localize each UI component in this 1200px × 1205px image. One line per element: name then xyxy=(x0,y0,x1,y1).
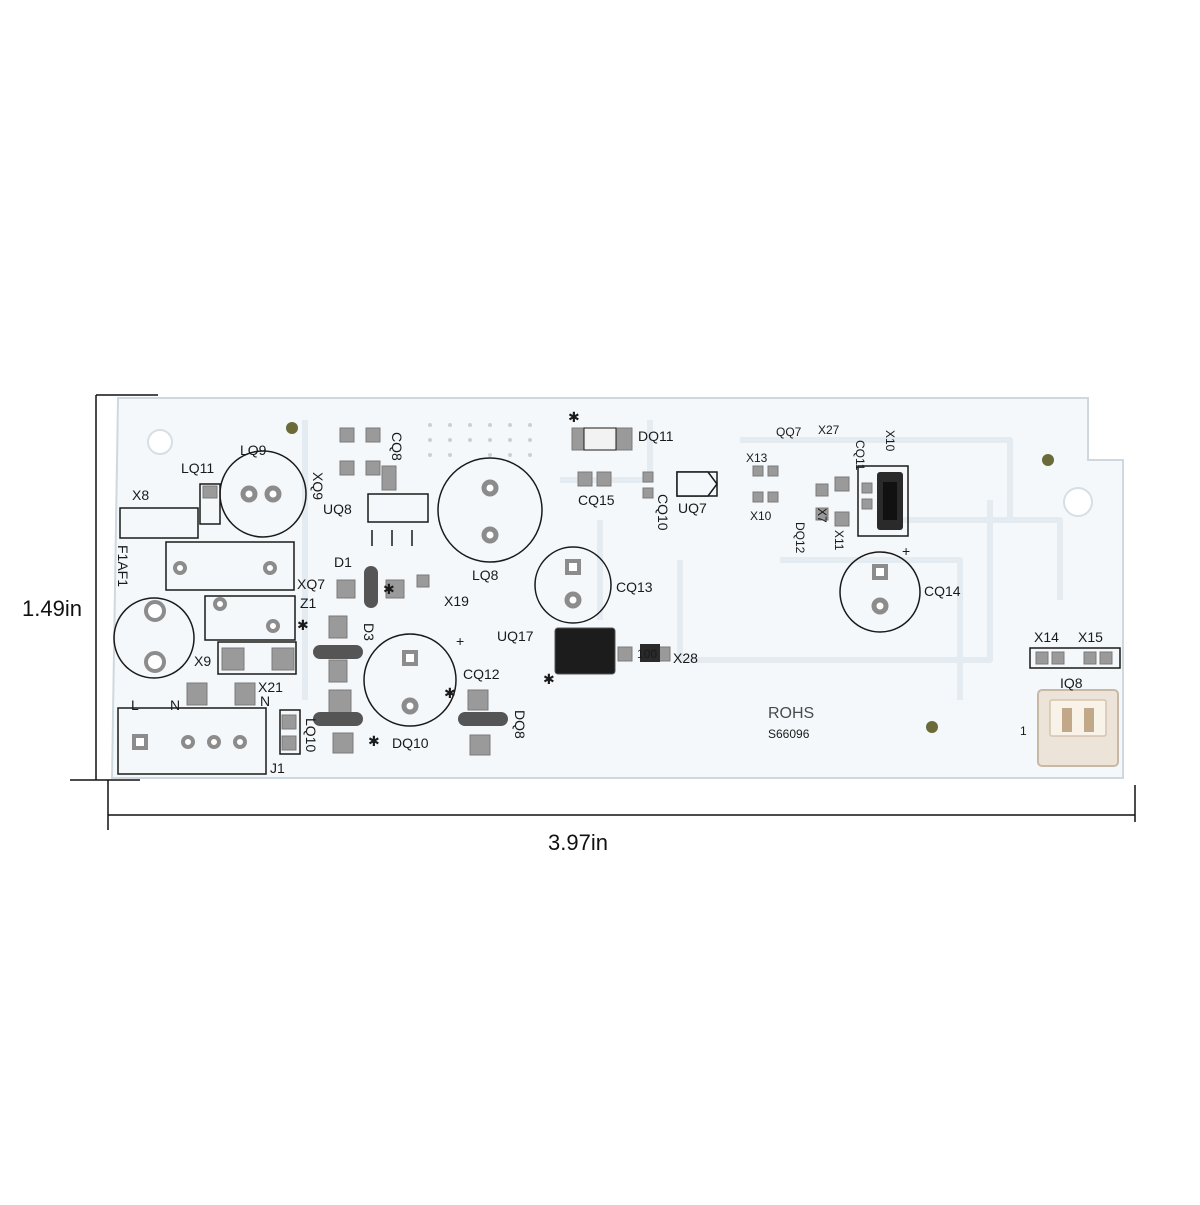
svg-text:✱: ✱ xyxy=(368,733,380,749)
label-n: N xyxy=(170,697,180,713)
label-lq9: LQ9 xyxy=(240,442,267,458)
vias xyxy=(286,422,1054,733)
label-cq14: CQ14 xyxy=(924,583,961,599)
label-x13: X13 xyxy=(746,451,768,465)
part-number-label: S66096 xyxy=(768,727,810,741)
label-x19: X19 xyxy=(444,593,469,609)
label-cq10: CQ10 xyxy=(655,494,671,531)
label-l: L xyxy=(131,697,139,713)
label-x10-right: X10 xyxy=(883,430,897,452)
label-lq8: LQ8 xyxy=(472,567,499,583)
label-dq12: DQ12 xyxy=(793,522,807,554)
silkscreen-outlines xyxy=(117,465,1121,775)
fuse-footprint xyxy=(113,597,195,679)
label-uq8: UQ8 xyxy=(323,501,352,517)
label-lq11: LQ11 xyxy=(181,460,214,476)
capacitor-cq14 xyxy=(839,551,921,633)
svg-text:+: + xyxy=(902,543,910,559)
svg-text:✱: ✱ xyxy=(543,671,555,687)
label-iq8: IQ8 xyxy=(1060,675,1083,691)
label-qq7: QQ7 xyxy=(776,425,802,439)
inductor-lq8 xyxy=(437,457,543,563)
label-x8: X8 xyxy=(132,487,149,503)
label-d1: D1 xyxy=(334,554,352,570)
height-dimension-label: 1.49in xyxy=(22,596,82,621)
label-uq17: UQ17 xyxy=(497,628,534,644)
silkscreen-labels: LQ9 LQ11 X8 F1AF1 XQ9 CQ8 UQ8 D1 XQ7 X19… xyxy=(115,423,1103,776)
width-dimension-label: 3.97in xyxy=(548,830,608,855)
label-x27: X27 xyxy=(818,423,840,437)
label-x7: X7 xyxy=(815,508,829,523)
label-d3: D3 xyxy=(361,623,377,641)
svg-text:✱: ✱ xyxy=(297,617,309,633)
label-x21: X21 xyxy=(258,679,283,695)
label-xq9: XQ9 xyxy=(310,472,326,500)
label-n2: N xyxy=(260,693,270,709)
label-cq11: CQ11 xyxy=(853,440,867,471)
oval-pads xyxy=(313,566,508,726)
svg-text:✱: ✱ xyxy=(444,685,456,701)
label-z1: Z1 xyxy=(300,595,317,611)
ic-footprints xyxy=(371,471,718,546)
label-cq12: CQ12 xyxy=(463,666,500,682)
component-bodies xyxy=(554,427,1119,767)
connector-pin-label: 1 xyxy=(1020,724,1027,738)
label-uq7: UQ7 xyxy=(678,500,707,516)
label-dq8: DQ8 xyxy=(512,710,528,739)
label-x28: X28 xyxy=(673,650,698,666)
rohs-label: ROHS xyxy=(768,705,814,722)
label-x10-left: X10 xyxy=(750,509,772,523)
label-j1: J1 xyxy=(270,760,285,776)
svg-text:+: + xyxy=(456,633,464,649)
dimension-lines xyxy=(70,394,1136,830)
capacitor-cq13 xyxy=(534,546,612,624)
label-f1af1: F1AF1 xyxy=(115,545,131,587)
label-dq10: DQ10 xyxy=(392,735,429,751)
label-cq8: CQ8 xyxy=(389,432,405,461)
capacitor-cq12 xyxy=(363,633,457,727)
label-dq11: DQ11 xyxy=(638,428,674,444)
label-cq15: CQ15 xyxy=(578,492,615,508)
label-xq7: XQ7 xyxy=(297,576,325,592)
label-x14: X14 xyxy=(1034,629,1059,645)
svg-text:✱: ✱ xyxy=(383,581,395,597)
label-x11: X11 xyxy=(832,530,846,551)
polarity-marks: + + ✱ ✱ ✱ ✱ ✱ ✱ xyxy=(297,409,910,749)
through-hole-pads xyxy=(132,561,280,750)
label-x9: X9 xyxy=(194,653,211,669)
inductor-lq9 xyxy=(219,450,307,538)
mounting-holes xyxy=(147,429,1093,517)
via-field xyxy=(428,423,532,457)
label-cq13: CQ13 xyxy=(616,579,653,595)
label-x15: X15 xyxy=(1078,629,1103,645)
svg-text:✱: ✱ xyxy=(568,409,580,425)
label-lq10: LQ10 xyxy=(303,718,319,752)
resistor-value-label: 100 xyxy=(637,647,657,661)
